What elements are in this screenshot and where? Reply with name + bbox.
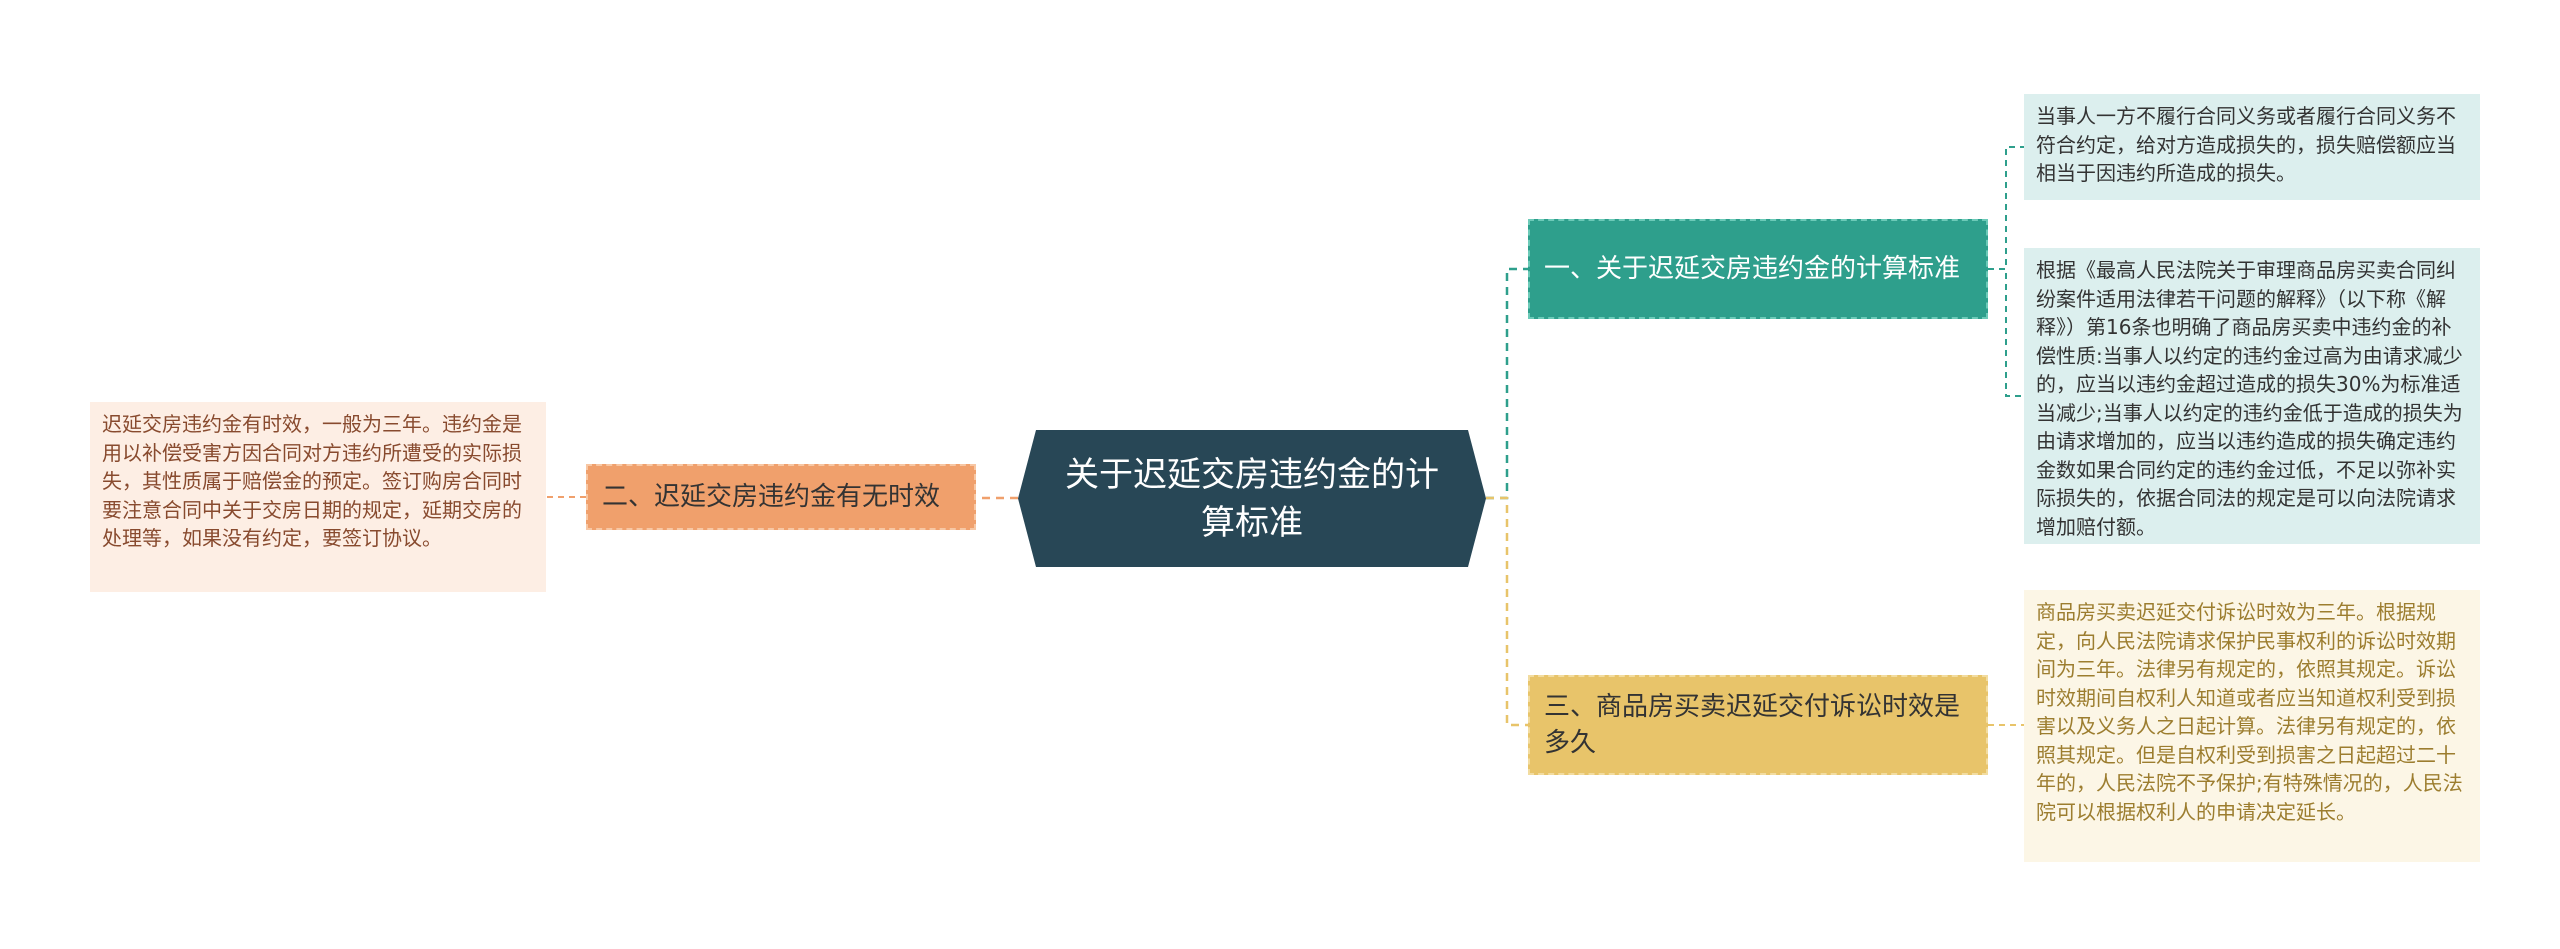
leaf-node-1-1[interactable]: 当事人一方不履行合同义务或者履行合同义务不符合约定，给对方造成损失的，损失赔偿额…	[2024, 94, 2480, 200]
branch-node-2-label: 二、迟延交房违约金有无时效	[602, 482, 941, 512]
connector-branch-1-leaf-2	[1988, 268, 2024, 397]
leaf-node-1-2[interactable]: 根据《最高人民法院关于审理商品房买卖合同纠纷案件适用法律若干问题的解释》（以下称…	[2024, 248, 2480, 544]
branch-node-1-label: 一、关于迟延交房违约金的计算标准	[1544, 254, 1961, 284]
connector-branch-1-leaf-1	[1988, 146, 2024, 270]
leaf-node-2-1[interactable]: 迟延交房违约金有时效，一般为三年。违约金是用以补偿受害方因合同对方违约所遭受的实…	[90, 402, 546, 592]
leaf-node-2-1-text: 迟延交房违约金有时效，一般为三年。违约金是用以补偿受害方因合同对方违约所遭受的实…	[102, 412, 522, 550]
leaf-node-3-1[interactable]: 商品房买卖迟延交付诉讼时效为三年。根据规定，向人民法院请求保护民事权利的诉讼时效…	[2024, 590, 2480, 862]
root-node[interactable]: 关于迟延交房违约金的计算标准	[1018, 430, 1486, 567]
branch-node-2[interactable]: 二、迟延交房违约金有无时效	[586, 464, 976, 530]
branch-node-3-label: 三、商品房买卖迟延交付诉讼时效是多久	[1544, 692, 1961, 758]
leaf-node-3-1-text: 商品房买卖迟延交付诉讼时效为三年。根据规定，向人民法院请求保护民事权利的诉讼时效…	[2036, 600, 2463, 824]
connector-root-branch-1	[1486, 267, 1528, 500]
branch-node-1[interactable]: 一、关于迟延交房违约金的计算标准	[1528, 219, 1988, 319]
leaf-node-1-1-text: 当事人一方不履行合同义务或者履行合同义务不符合约定，给对方造成损失的，损失赔偿额…	[2036, 104, 2456, 185]
connector-root-branch-3	[1486, 496, 1528, 727]
leaf-node-1-2-text: 根据《最高人民法院关于审理商品房买卖合同纠纷案件适用法律若干问题的解释》（以下称…	[2036, 258, 2463, 539]
root-node-label: 关于迟延交房违约金的计算标准	[1065, 454, 1439, 543]
branch-node-3[interactable]: 三、商品房买卖迟延交付诉讼时效是多久	[1528, 675, 1988, 775]
